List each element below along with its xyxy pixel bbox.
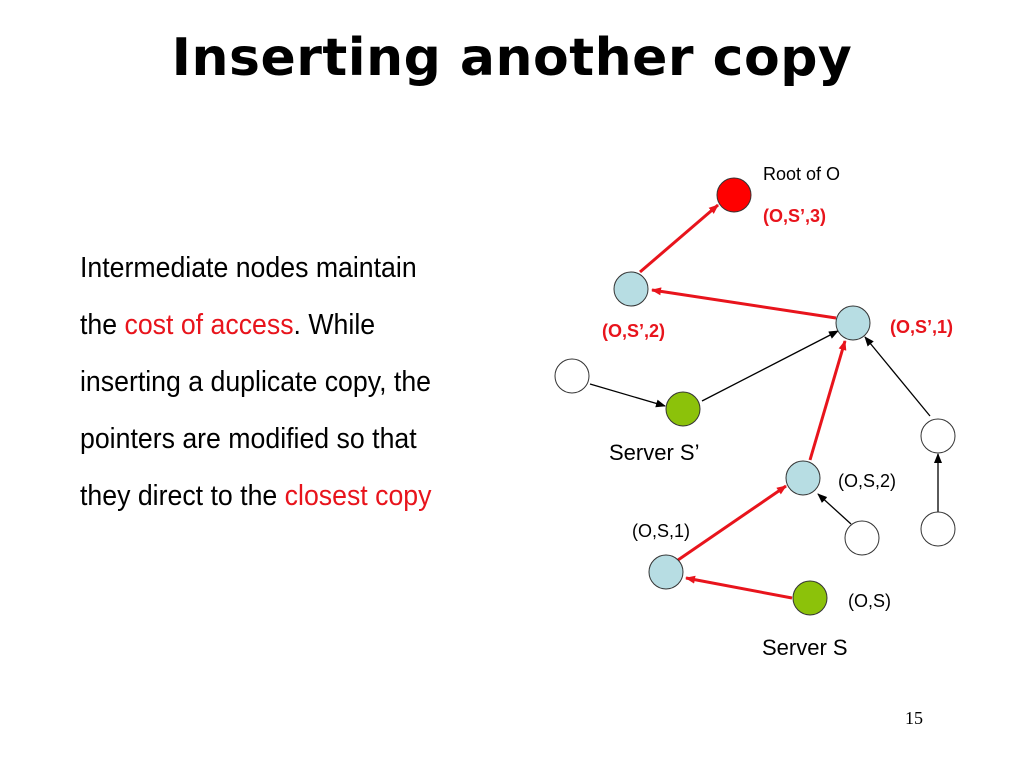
intermediate-node-d	[648, 554, 684, 590]
label-cost-s-1: (O,S,1)	[632, 521, 690, 541]
body-text: Intermediate nodes maintain the cost of …	[80, 240, 494, 525]
edge-intermediate-to-root	[639, 203, 719, 274]
label-root-cost: (O,S’,3)	[763, 206, 826, 226]
leaf-node-middle	[844, 520, 880, 556]
server-s-prime-node	[665, 391, 701, 427]
body-line-1: Intermediate nodes maintain	[80, 252, 417, 284]
body-line-2-pre: the	[80, 309, 125, 341]
label-server-s-prime: Server S’	[609, 440, 699, 465]
label-cost-s-prime-2: (O,S’,2)	[602, 321, 665, 341]
page-number: 15	[905, 708, 923, 728]
body-line-5-pre: they direct to the	[80, 480, 285, 512]
label-cost-s: (O,S)	[848, 591, 891, 611]
edge-right-leaf-to-node-b	[864, 336, 931, 417]
edge-server-s-prime-to-node-b	[701, 330, 839, 402]
edge-node-d-to-node-c	[677, 484, 787, 562]
label-root: Root of O	[763, 164, 840, 184]
edge-leaf-to-server-s-prime	[589, 383, 666, 408]
leaf-node-left	[554, 358, 590, 394]
leaf-node-right	[920, 418, 956, 454]
slide-title: Inserting another copy	[171, 28, 853, 88]
edge-node-b-to-node-a	[651, 287, 837, 320]
highlight-closest-copy: closest copy	[284, 480, 432, 512]
body-line-3: inserting a duplicate copy, the	[80, 366, 432, 398]
intermediate-node-b	[835, 305, 871, 341]
edge-server-s-to-node-d	[685, 575, 793, 600]
label-cost-s-2: (O,S,2)	[838, 471, 896, 491]
edge-node-c-to-node-b	[808, 340, 847, 461]
intermediate-node-a	[613, 271, 649, 307]
server-s-node	[792, 580, 828, 616]
root-node	[716, 177, 752, 213]
leaf-node-bottom-right	[920, 511, 956, 547]
highlight-cost-of-access: cost of access	[124, 309, 294, 341]
body-line-4: pointers are modified so that	[80, 423, 417, 455]
label-server-s: Server S	[762, 635, 848, 660]
body-line-2-post: . While	[293, 309, 376, 341]
edge-leaf-to-node-c	[817, 493, 852, 525]
label-cost-s-prime-1: (O,S’,1)	[890, 317, 953, 337]
body-line-2: the cost of access. While	[80, 297, 494, 354]
body-line-5: they direct to the closest copy	[80, 468, 494, 525]
intermediate-node-c	[785, 460, 821, 496]
